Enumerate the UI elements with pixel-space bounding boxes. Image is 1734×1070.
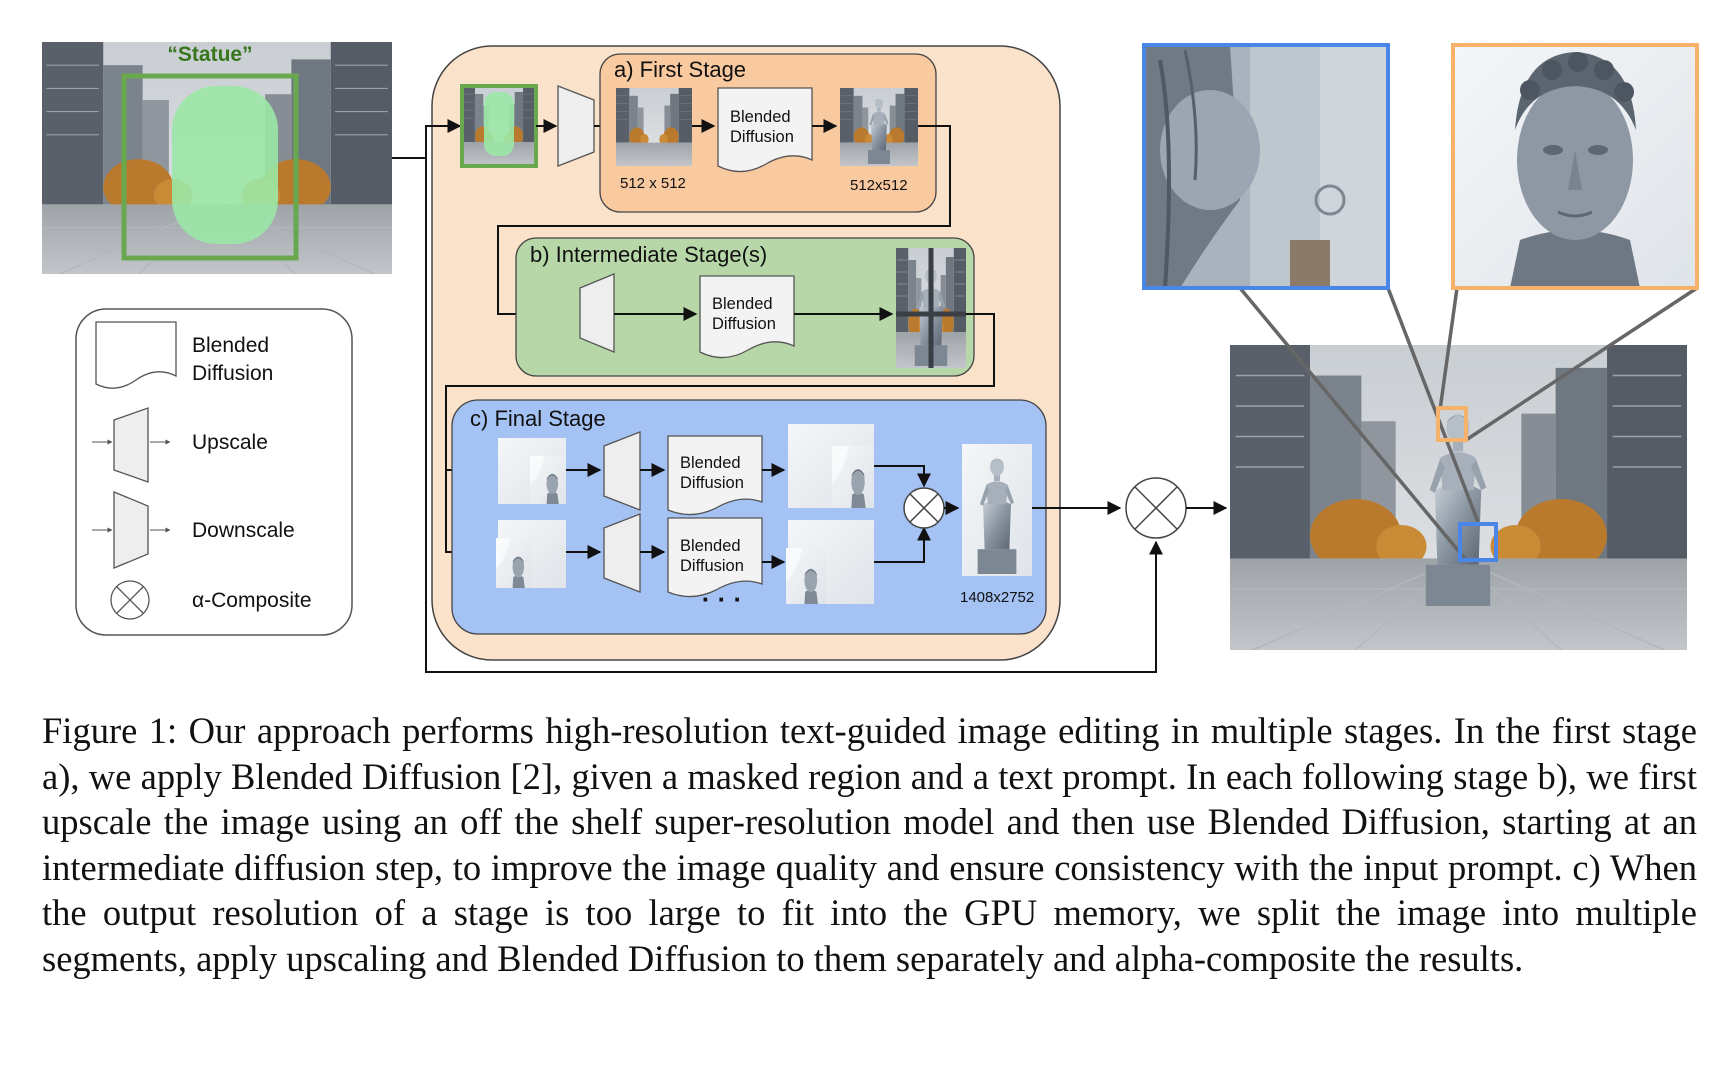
- zoom-box-orange-marker: [1436, 406, 1468, 442]
- first-stage-title: a) First Stage: [614, 57, 746, 82]
- first-stage-output-res: 512x512: [850, 177, 908, 194]
- legend: Blended Diffusion Upscale Downscale α-Co…: [75, 308, 353, 636]
- downscale-block: [557, 85, 595, 167]
- block-label: Diffusion: [712, 315, 776, 333]
- segment-bottom-input: [496, 520, 566, 588]
- legend-composite: α-Composite: [192, 589, 312, 612]
- skip-connection-arrow: [425, 158, 1163, 673]
- block-label: Diffusion: [680, 557, 744, 575]
- first-stage-output-image: [840, 88, 918, 166]
- segment-top-output: [788, 424, 874, 508]
- blended-diffusion-block: [667, 517, 763, 598]
- upscale-block: [579, 273, 615, 353]
- block-label: Diffusion: [680, 474, 744, 492]
- first-stage-input-image: [616, 88, 692, 166]
- legend-downscale: Downscale: [192, 519, 295, 542]
- masked-thumbnail: [460, 84, 538, 168]
- final-stage-title: c) Final Stage: [470, 406, 606, 431]
- first-stage: a) First Stage Blended Diffusion 512 x 5…: [599, 53, 937, 213]
- more-segments-ellipsis: · · ·: [702, 584, 742, 614]
- legend-upscale: Upscale: [192, 431, 268, 454]
- final-stage-composite-op: [903, 487, 945, 529]
- prompt-label: “Statue”: [167, 43, 252, 66]
- final-stage-output-image: [962, 444, 1032, 576]
- legend-blended-line2: Diffusion: [192, 362, 273, 385]
- input-arrow: [392, 119, 462, 159]
- intermediate-stage: b) Intermediate Stage(s) Blended Diffusi…: [515, 237, 975, 377]
- figure-caption: Figure 1: Our approach performs high-res…: [42, 710, 1697, 979]
- block-label: Diffusion: [730, 128, 794, 146]
- blended-diffusion-block: [667, 435, 763, 516]
- intermediate-stage-title: b) Intermediate Stage(s): [530, 242, 767, 267]
- segment-bottom-output: [786, 520, 874, 604]
- final-stage: c) Final Stage Blended Diffusion Blended…: [451, 399, 1047, 635]
- upscale-block: [603, 513, 641, 593]
- upscale-legend-icon: [113, 407, 149, 483]
- legend-blended-line1: Blended: [192, 334, 269, 357]
- segment-top-input: [498, 438, 566, 504]
- composite-legend-icon: [110, 580, 150, 620]
- block-label: Blended: [680, 454, 741, 472]
- input-image: “Statue”: [42, 42, 392, 274]
- blended-diffusion-legend-icon: [95, 321, 177, 389]
- output-image: [1230, 345, 1687, 650]
- blended-diffusion-block: [699, 275, 795, 359]
- final-stage-output-res: 1408x2752: [960, 589, 1034, 606]
- mask-box: [121, 73, 299, 261]
- upscale-block: [603, 431, 641, 511]
- zoom-detail-drapery: [1142, 43, 1390, 290]
- downscale-legend-icon: [113, 491, 149, 569]
- block-label: Blended: [730, 108, 791, 126]
- block-label: Blended: [712, 295, 773, 313]
- first-stage-input-res: 512 x 512: [620, 175, 686, 192]
- method-figure: “Statue” Blended Diffusion Upscale Downs…: [42, 42, 1699, 673]
- global-composite-op: [1125, 477, 1187, 539]
- intermediate-stage-output-image: [896, 248, 966, 368]
- zoom-connector-lines: [1238, 286, 1698, 562]
- zoom-box-blue-marker: [1458, 522, 1498, 562]
- block-label: Blended: [680, 537, 741, 555]
- blended-diffusion-block: [717, 87, 813, 173]
- zoom-detail-head: [1451, 43, 1699, 290]
